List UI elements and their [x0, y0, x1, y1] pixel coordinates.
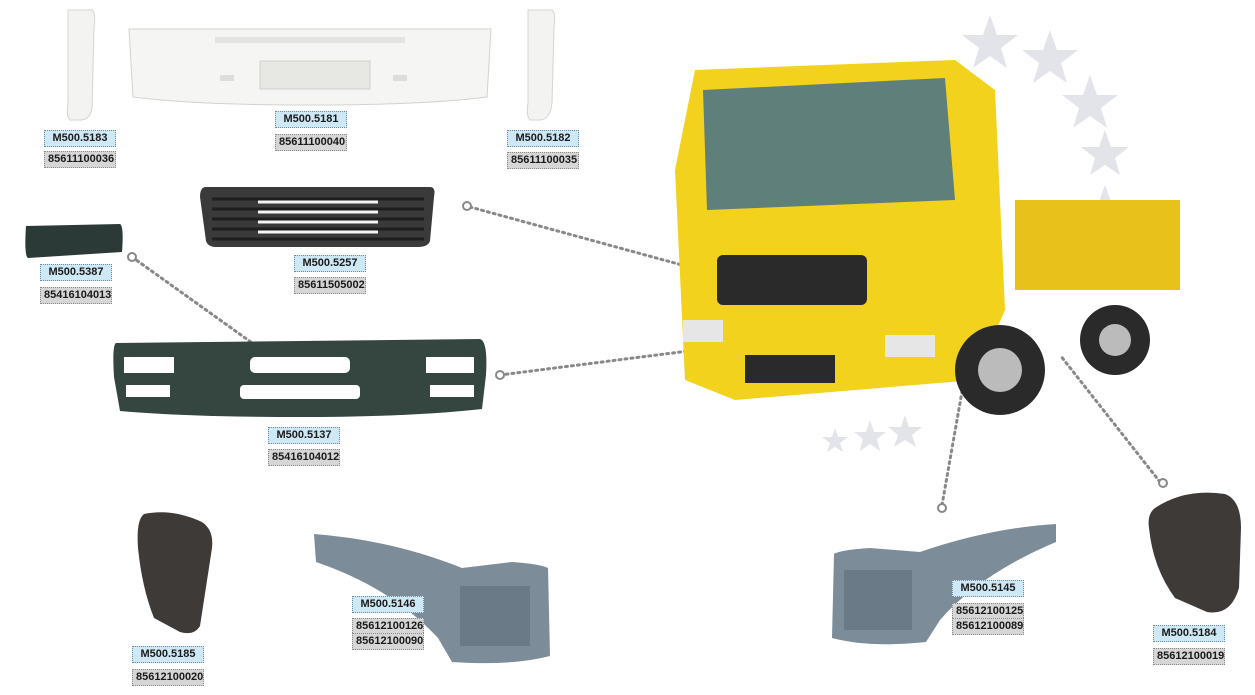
oem-code: 85612100126	[352, 618, 424, 635]
oem-code: 85611100036	[44, 151, 116, 168]
oem-code: 85612100089	[952, 618, 1024, 635]
part-code-m500-5182: M500.5182	[507, 130, 579, 147]
part-code-m500-5137: M500.5137	[268, 427, 340, 444]
part-code-m500-5146: M500.5146	[352, 596, 424, 613]
part-code-m500-5183: M500.5183	[44, 130, 116, 147]
part-code-m500-5184: M500.5184	[1153, 625, 1225, 642]
bumper-end-cap-image	[25, 224, 123, 258]
part-code-m500-5257: M500.5257	[294, 255, 366, 272]
oem-code: 85612100090	[352, 633, 424, 650]
oem-code: 85612100019	[1153, 648, 1225, 665]
part-code-m500-5145: M500.5145	[952, 580, 1024, 597]
right-step-panel-image	[832, 524, 1056, 645]
truck-image	[675, 60, 1180, 415]
oem-code: 85416104013	[40, 287, 112, 304]
front-bumper-image	[113, 339, 487, 417]
left-corner-panel-image	[66, 9, 96, 121]
oem-code: 85416104012	[268, 449, 340, 466]
left-step-panel-image	[314, 534, 550, 664]
part-code-m500-5185: M500.5185	[132, 646, 204, 663]
oem-code: 85611100040	[275, 134, 347, 151]
right-corner-panel-image	[526, 9, 556, 121]
left-mudguard-image	[137, 512, 213, 634]
right-mudguard-image	[1148, 492, 1241, 613]
part-code-m500-5181: M500.5181	[275, 111, 347, 128]
oem-code: 85612100020	[132, 669, 204, 686]
front-panel-image	[128, 28, 492, 106]
oem-code: 85611505002	[294, 277, 366, 294]
oem-code: 85611100035	[507, 152, 579, 169]
front-grille-image	[200, 187, 435, 247]
part-code-m500-5387: M500.5387	[40, 264, 112, 281]
oem-code: 85612100125	[952, 603, 1024, 620]
